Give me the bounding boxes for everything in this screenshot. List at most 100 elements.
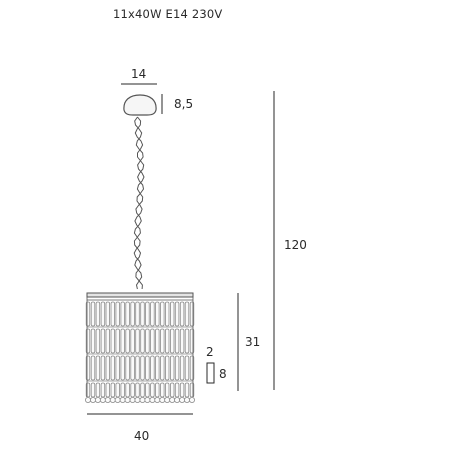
crystal-prism: [125, 382, 130, 398]
crystal-width-label: 2: [206, 345, 214, 359]
crystal-prism: [90, 328, 96, 354]
crystal-prism: [179, 328, 185, 354]
crystal-drop: [149, 396, 156, 403]
crystal-prism: [169, 301, 175, 327]
crystal-prism: [100, 301, 106, 327]
crystal-prism: [164, 382, 170, 398]
crystal-prism: [145, 328, 150, 354]
crystal-prism: [174, 328, 180, 354]
crystal-prism: [150, 382, 155, 398]
crystal-prism: [105, 328, 110, 354]
electrical-spec-label: 11x40W E14 230V: [113, 7, 223, 21]
crystal-prism: [169, 328, 175, 354]
crystal-prism: [140, 301, 145, 327]
crystal-prism: [90, 355, 96, 381]
crystal-prism: [160, 382, 165, 398]
crystal-drop: [164, 396, 171, 403]
crystal-drop: [94, 396, 101, 403]
shade-top-ring: [86, 292, 194, 298]
crystal-drop: [85, 396, 92, 403]
crystal-drop: [144, 396, 151, 403]
suspension-chain: [133, 116, 145, 290]
crystal-drop: [134, 396, 141, 403]
crystal-drop: [183, 396, 190, 403]
crystal-drop: [179, 396, 186, 403]
crystal-prism: [130, 301, 135, 327]
crystal-prism: [174, 382, 180, 398]
crystal-drop: [119, 396, 126, 403]
crystal-drop: [90, 396, 97, 403]
crystal-prism: [100, 355, 106, 381]
crystal-prism: [110, 301, 115, 327]
crystal-prism: [105, 382, 110, 398]
crystal-detail: [206, 362, 215, 384]
crystal-prism: [155, 382, 160, 398]
crystal-drop: [139, 396, 146, 403]
crystal-prism: [130, 328, 135, 354]
crystal-prism: [150, 301, 155, 327]
crystal-prism: [169, 382, 175, 398]
crystal-prism: [155, 355, 160, 381]
chain-strand: [133, 116, 145, 290]
crystal-prism: [90, 382, 96, 398]
total-height-label: 120: [284, 238, 307, 252]
crystal-prism: [95, 355, 101, 381]
crystal-prism: [115, 382, 120, 398]
crystal-prism: [95, 382, 101, 398]
crystal-drop: [104, 396, 111, 403]
crystal-prism: [155, 328, 160, 354]
canopy-height-label: 8,5: [174, 97, 194, 111]
crystal-prism: [160, 355, 165, 381]
crystal-prism: [179, 355, 185, 381]
crystal-prism: [184, 382, 190, 398]
crystal-prism: [110, 355, 115, 381]
crystal-prism: [150, 328, 155, 354]
crystal-prism: [125, 355, 130, 381]
crystal-prism: [164, 301, 170, 327]
crystal-prism: [125, 328, 130, 354]
crystal-prism: [120, 355, 125, 381]
crystal-prism: [179, 301, 185, 327]
crystal-prism: [164, 355, 170, 381]
crystal-prism: [110, 382, 115, 398]
crystal-prism: [125, 301, 130, 327]
crystal-prism: [140, 328, 145, 354]
crystal-prism: [184, 301, 190, 327]
crystal-prism: [95, 328, 101, 354]
crystal-drop: [124, 396, 131, 403]
crystal-prism: [115, 301, 120, 327]
crystal-drop: [114, 396, 121, 403]
crystal-prism: [174, 301, 180, 327]
crystal-prism: [135, 382, 140, 398]
crystal-drop: [154, 396, 161, 403]
crystal-prism: [140, 355, 145, 381]
crystal-prism: [174, 355, 180, 381]
crystal-prism: [160, 328, 165, 354]
crystal-drop: [174, 396, 181, 403]
crystal-shade: [85, 292, 195, 403]
crystal-prism: [135, 355, 140, 381]
crystal-prism: [179, 382, 185, 398]
crystal-prism: [105, 301, 110, 327]
crystal-prism: [120, 328, 125, 354]
crystal-prism: [169, 355, 175, 381]
crystal-prism: [130, 382, 135, 398]
crystal-prism: [130, 355, 135, 381]
crystal-prism: [184, 355, 190, 381]
crystal-drop: [169, 396, 176, 403]
crystal-drop: [188, 396, 195, 403]
crystal-prism: [150, 355, 155, 381]
crystal-prism: [160, 301, 165, 327]
crystal-prism: [115, 355, 120, 381]
crystal-prism: [120, 301, 125, 327]
shade-height-label: 31: [245, 335, 261, 349]
crystal-prism: [145, 382, 150, 398]
crystal-prism: [115, 328, 120, 354]
canopy-width-label: 14: [131, 67, 147, 81]
crystal-prism: [120, 382, 125, 398]
crystal-drop: [99, 396, 106, 403]
crystal-prism: [145, 301, 150, 327]
crystal-drop: [129, 396, 136, 403]
crystal-prism: [95, 301, 101, 327]
